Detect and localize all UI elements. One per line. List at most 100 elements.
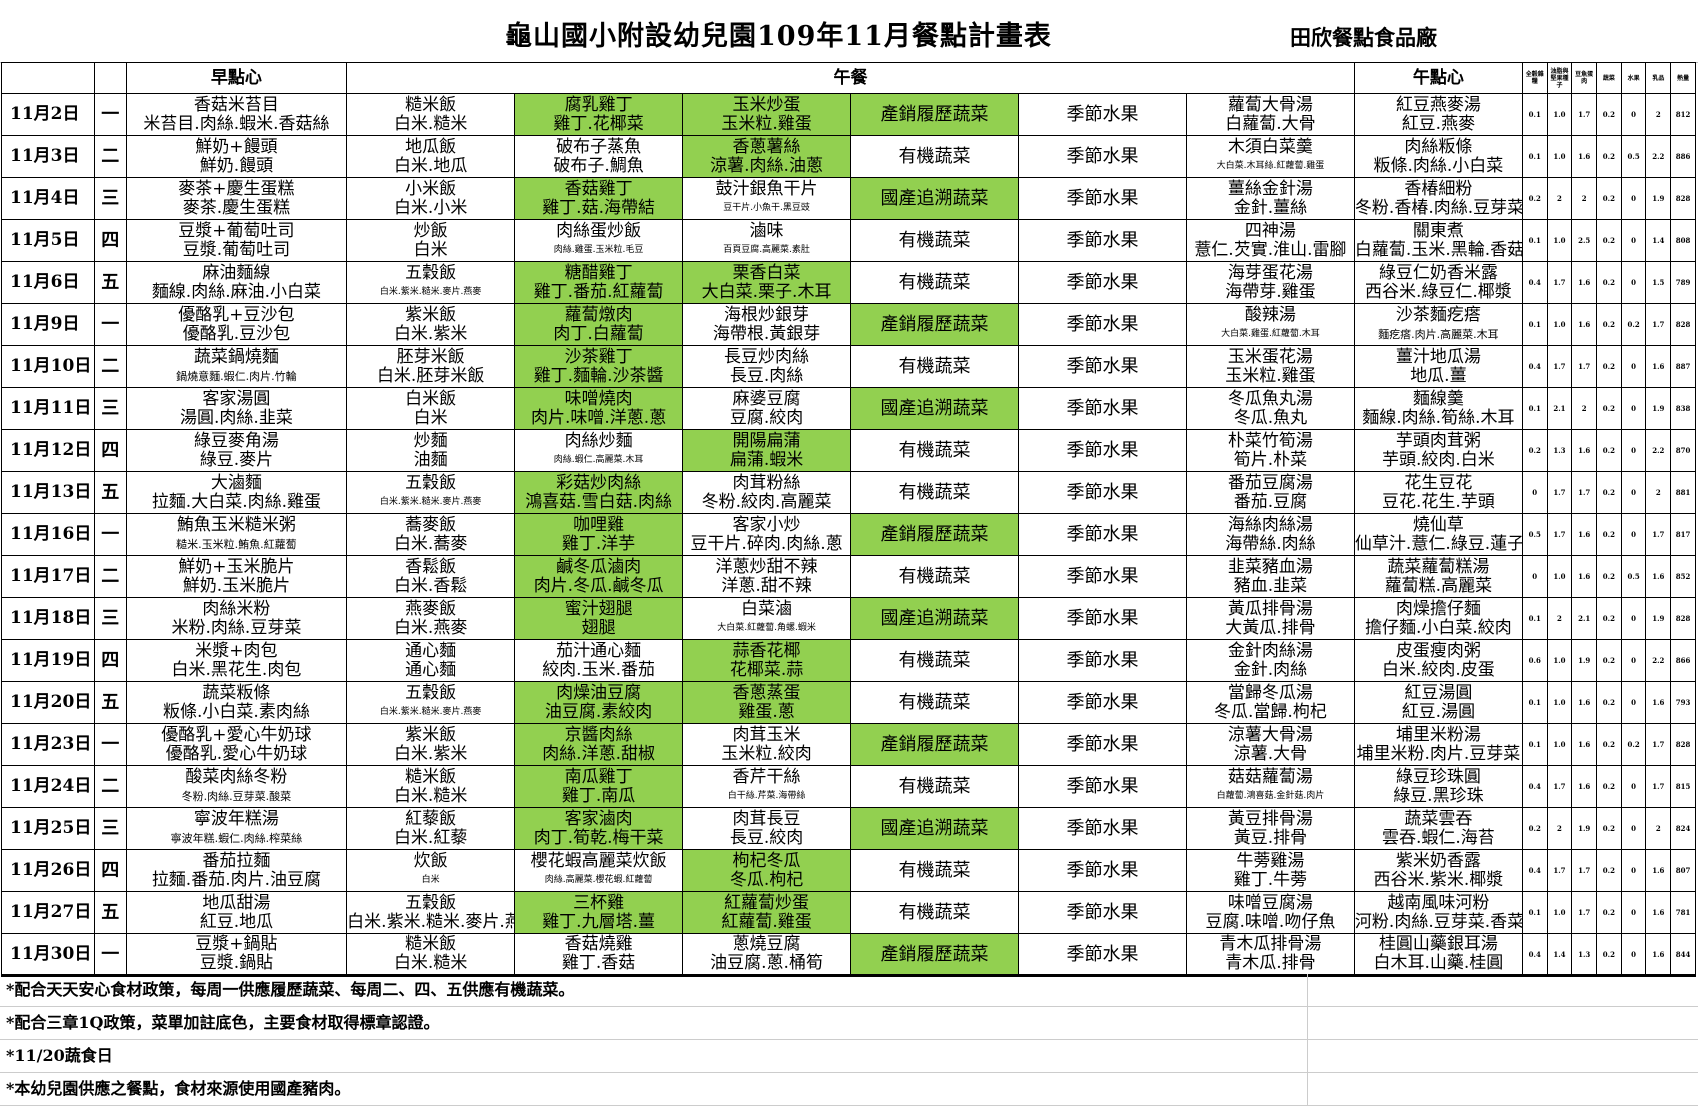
side-dish-cell-name: 鼓汁銀魚干片 [715, 178, 818, 199]
date-cell: 11月17日 [1, 555, 95, 598]
fruit-cell: 季節水果 [1017, 555, 1187, 598]
soup-cell: 番茄豆腐湯番茄.豆腐 [1185, 471, 1355, 514]
staple-cell-name: 紫米飯 [405, 304, 457, 325]
afternoon-snack-cell-ingredients: 紅豆.湯圓 [1401, 701, 1476, 722]
table-row: 11月5日四豆漿+葡萄吐司豆漿.葡萄吐司炒飯白米肉絲蛋炒飯肉絲.雞蛋.玉米粒.毛… [1, 219, 1696, 262]
weekday-cell: 二 [93, 345, 127, 388]
main-dish-cell-ingredients: 肉絲.蝦仁.高麗菜.木耳 [553, 454, 644, 465]
nutrition-value: 0.2 [1521, 807, 1548, 850]
weekday-cell: 二 [93, 135, 127, 178]
nutrition-value: 0.4 [1521, 765, 1548, 808]
morning-snack-cell-ingredients: 拉麵.大白菜.肉絲.雞蛋 [151, 491, 322, 512]
afternoon-snack-cell: 紅豆燕麥湯紅豆.燕麥 [1353, 93, 1523, 136]
nutrition-value: 0.2 [1596, 807, 1622, 850]
morning-snack-cell-ingredients: 優酪乳.豆沙包 [182, 323, 291, 344]
nutrition-value: 1.6 [1645, 555, 1672, 598]
meal-plan-table: 早點心 午餐 午點心 全穀雜糧 油脂與堅果種子 豆魚蛋肉 蔬菜 水果 乳品 熱量… [1, 62, 1696, 977]
side-dish-cell-name: 麻婆豆腐 [732, 388, 801, 409]
nutrition-value: 0.2 [1596, 555, 1622, 598]
afternoon-snack-cell: 燒仙草仙草汁.薏仁.綠豆.蓮子 [1353, 513, 1523, 556]
staple-cell-ingredients: 白米 [413, 407, 448, 428]
table-row: 11月17日二鮮奶+玉米脆片鮮奶.玉米脆片香鬆飯白米.香鬆鹹冬瓜滷肉肉片.冬瓜.… [1, 555, 1696, 598]
nutrition-value: 824 [1670, 807, 1696, 850]
morning-snack-cell-name: 豆漿+鍋貼 [195, 934, 278, 954]
nutrition-value: 0.2 [1596, 93, 1622, 136]
staple-cell-ingredients: 白米.燕麥 [393, 617, 468, 638]
afternoon-snack-cell-name: 肉燥擔仔麵 [1395, 598, 1481, 619]
soup-cell-ingredients: 金針.薑絲 [1233, 197, 1308, 218]
side-dish-cell-ingredients: 扁蒲.蝦米 [729, 449, 804, 470]
date-cell: 11月16日 [1, 513, 95, 556]
nutrition-value: 1.4 [1645, 219, 1672, 262]
morning-snack-cell-name: 蔬菜鍋燒麵 [193, 346, 279, 367]
nutrition-value: 0.2 [1596, 933, 1622, 977]
morning-snack-cell-ingredients: 鮮奶.玉米脆片 [182, 575, 291, 596]
soup-cell-name: 玉米蛋花湯 [1227, 346, 1313, 367]
fruit-cell: 季節水果 [1017, 597, 1187, 640]
main-dish-cell-name: 客家滷肉 [564, 808, 633, 829]
staple-cell: 炒麵油麵 [346, 429, 516, 472]
soup-cell: 玉米蛋花湯玉米粒.雞蛋 [1185, 345, 1355, 388]
morning-snack-cell-name: 地瓜甜湯 [202, 892, 271, 913]
soup-cell: 酸辣湯大白菜.雞蛋.紅蘿蔔.木耳 [1185, 303, 1355, 346]
staple-cell-ingredients: 白米 [413, 239, 448, 260]
table-row: 11月27日五地瓜甜湯紅豆.地瓜五穀飯白米.紫米.糙米.麥片.燕麥三杯雞雞丁.九… [1, 891, 1696, 934]
main-dish-cell-ingredients: 破布子.鯛魚 [553, 155, 644, 176]
staple-cell: 燕麥飯白米.燕麥 [346, 597, 516, 640]
soup-cell: 四神湯薏仁.芡實.淮山.雷腳 [1185, 219, 1355, 262]
fruit-cell: 季節水果 [1017, 177, 1187, 220]
afternoon-snack-cell: 肉絲粄條粄條.肉絲.小白菜 [1353, 135, 1523, 178]
fruit-cell: 季節水果 [1017, 303, 1187, 346]
staple-cell-ingredients: 白米.紫米.糙米.麥片.燕麥 [347, 911, 514, 932]
nutrition-value: 793 [1670, 681, 1696, 724]
morning-snack-cell-ingredients: 豆漿.葡萄吐司 [182, 239, 291, 260]
soup-cell-ingredients: 豆腐.味噌.吻仔魚 [1205, 911, 1336, 932]
nutrition-value: 828 [1670, 723, 1696, 766]
table-row: 11月16日一鮪魚玉米糙米粥糙米.玉米粒.鮪魚.紅蘿蔔蕎麥飯白米.蕎麥咖哩雞雞丁… [1, 513, 1696, 556]
soup-cell: 涼薯大骨湯涼薯.大骨 [1185, 723, 1355, 766]
morning-snack-cell-ingredients: 湯圓.肉絲.韭菜 [180, 407, 293, 428]
nutrition-value: 2.1 [1571, 597, 1598, 640]
side-dish-cell: 香蔥薯絲涼薯.肉絲.油蔥 [682, 135, 852, 178]
soup-cell-name: 金針肉絲湯 [1227, 640, 1313, 661]
staple-cell-ingredients: 白米.紫米.糙米.麥片.燕麥 [379, 706, 482, 717]
nutrition-value: 0 [1620, 345, 1647, 388]
soup-cell: 金針肉絲湯金針.肉絲 [1185, 639, 1355, 682]
nutrition-value: 0.1 [1521, 93, 1548, 136]
afternoon-snack-cell-ingredients: 仙草汁.薏仁.綠豆.蓮子 [1354, 533, 1523, 554]
weekday-cell: 二 [93, 555, 127, 598]
soup-cell-ingredients: 大白菜.木耳絲.紅蘿蔔.雞蛋 [1216, 160, 1325, 171]
morning-snack-cell-ingredients: 優酪乳.愛心牛奶球 [165, 743, 308, 764]
side-dish-cell-name: 白菜滷 [741, 598, 793, 619]
main-dish-cell-ingredients: 翅腿 [581, 617, 616, 638]
morning-snack-cell: 麻油麵線麵線.肉絲.麻油.小白菜 [125, 261, 348, 304]
nutrition-value: 2 [1546, 177, 1573, 220]
side-dish-cell-ingredients: 涼薯.肉絲.油蔥 [710, 155, 823, 176]
weekday-cell: 一 [93, 303, 127, 346]
nutrition-value: 817 [1670, 513, 1696, 556]
nutrition-value: 0.1 [1521, 681, 1548, 724]
staple-cell-name: 五穀飯 [405, 682, 457, 703]
nutrition-value: 1.0 [1546, 93, 1573, 136]
main-dish-cell-name: 蜜汁翅腿 [564, 598, 633, 619]
note: *本幼兒園供應之餐點，食材來源使用國產豬肉。 [0, 1073, 1698, 1106]
morning-snack-cell-name: 酸菜肉絲冬粉 [185, 766, 288, 787]
nutrition-value: 1.0 [1546, 303, 1573, 346]
soup-cell-ingredients: 筍片.朴菜 [1233, 449, 1308, 470]
side-dish-cell-ingredients: 玉米粒.絞肉 [721, 743, 812, 764]
soup-cell-name: 朴菜竹筍湯 [1227, 430, 1313, 451]
morning-snack-cell: 豆漿+鍋貼豆漿.鍋貼 [125, 933, 348, 977]
main-dish-cell-name: 櫻花蝦高麗菜炊飯 [530, 850, 667, 871]
table-row: 11月10日二蔬菜鍋燒麵鍋燒意麵.蝦仁.肉片.竹輪胚芽米飯白米.胚芽米飯沙茶雞丁… [1, 345, 1696, 388]
nutrition-value: 2 [1645, 807, 1672, 850]
weekday-cell: 二 [93, 765, 127, 808]
afternoon-snack-cell-name: 花生豆花 [1404, 472, 1473, 493]
main-dish-cell-ingredients: 雞丁.九層塔.薑 [542, 911, 655, 932]
nutrition-value: 1.6 [1571, 261, 1598, 304]
staple-cell: 小米飯白米.小米 [346, 177, 516, 220]
nutrition-value: 1.7 [1645, 765, 1672, 808]
fruit-cell: 季節水果 [1017, 765, 1187, 808]
date-cell: 11月20日 [1, 681, 95, 724]
main-dish-cell: 肉絲炒麵肉絲.蝦仁.高麗菜.木耳 [514, 429, 684, 472]
